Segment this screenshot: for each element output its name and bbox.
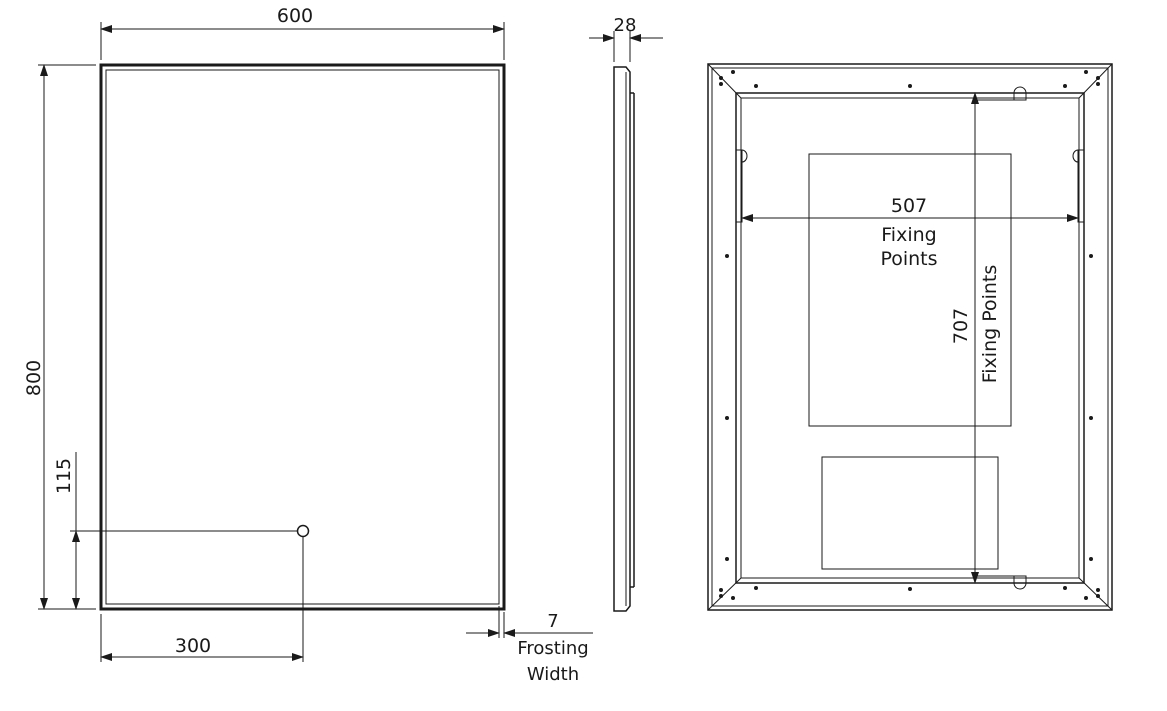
keyhole-hangers [736,86,1084,590]
side-view: 28 [589,15,663,612]
horizontal-label: 507 [891,195,927,217]
horizontal-fixing-dimension: 507 Fixing Points [741,195,1079,270]
switch-offset-dimension: 300 [100,537,304,662]
horizontal-caption-line2: Points [880,248,937,270]
rear-outer-frame [707,63,1113,611]
rear-screw-dots [719,70,1100,600]
frosting-label: 7 [547,611,558,632]
side-profile [613,66,631,612]
switch-icon [296,524,310,538]
height-dimension: 800 [23,64,96,610]
frosting-caption-line1: Frosting [517,638,588,659]
depth-dimension: 28 [589,15,663,62]
vertical-fixing-dimension: 707 Fixing Points [950,92,1001,584]
rear-view: 507 Fixing Points 707 Fixing Points [707,63,1113,611]
switch-height-dimension: 115 [53,452,297,610]
switch-offset-label: 300 [175,635,211,657]
rear-inner-frame [735,92,1085,584]
mirror-outline [99,63,506,611]
height-label: 800 [23,360,45,396]
horizontal-caption-line1: Fixing [881,224,936,246]
vertical-label: 707 [950,308,972,344]
width-dimension: 600 [100,5,505,60]
vertical-caption: Fixing Points [979,265,1001,384]
frosting-caption-line2: Width [527,664,579,685]
depth-label: 28 [614,15,637,36]
switch-height-label: 115 [53,458,75,494]
width-label: 600 [277,5,313,27]
driver-panel-lower [821,456,999,570]
driver-panel-upper [808,153,1012,427]
frosting-dimension: 7 Frosting Width [466,606,593,685]
front-view: 600 800 115 300 7 [23,5,593,685]
frosting-border [105,69,500,605]
